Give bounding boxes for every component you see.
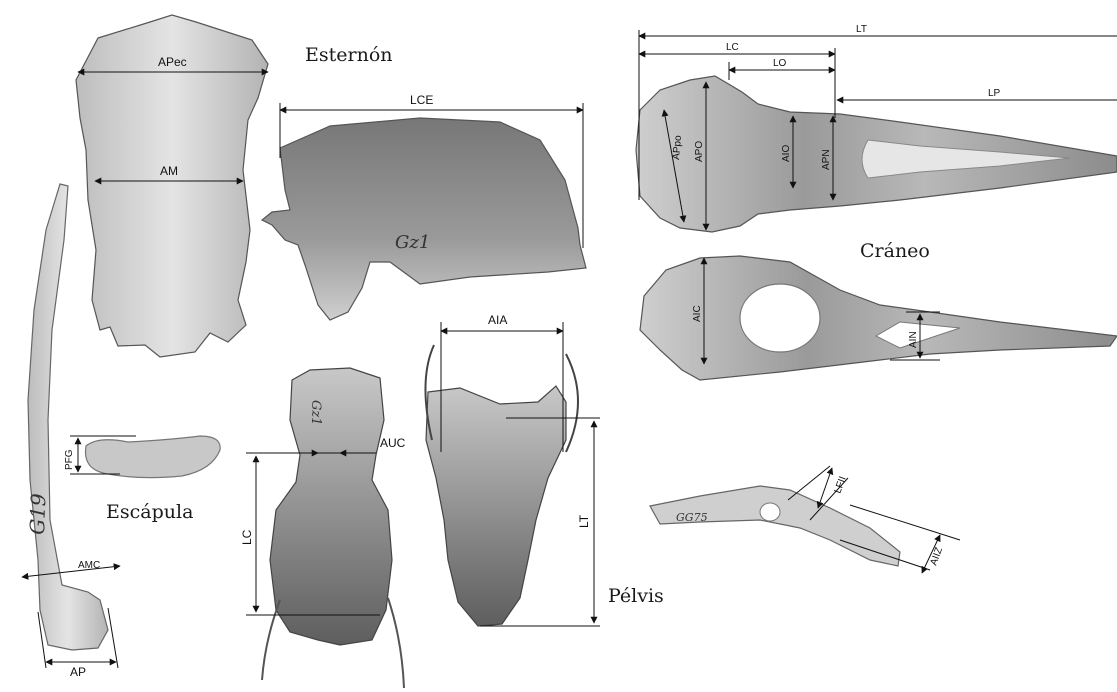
skull-apn-label: APN [821,149,832,170]
pelvis-lateral-bone [650,486,900,566]
pelvis-ventral-view: AIA LT [425,313,600,626]
pelvis-ventral-bone [426,386,566,626]
scapula-amc-line [22,566,120,577]
pelvis-auc-label: AUC [380,436,406,450]
skull-lateral-bone [640,256,1117,380]
sternum-dorsal-view: APec AM [76,15,268,357]
sternum-lateral-bone [262,118,586,320]
pelvis-dorsal-bone [270,368,392,645]
sternum-specimen-mark: Gz1 [395,232,430,253]
skull-lateral-orbit [740,284,820,352]
pelvis-caption: Pélvis [608,585,664,607]
skull-aio-label: AIO [781,145,792,162]
pelvis-lateral-view: GG75 LFII AIIZ [650,466,960,573]
pelvis-lfii-tick-a [788,466,830,500]
pelvis-dorsal-view: Gz1 AUC LC [240,368,406,688]
pelvis-aiiz-label: AIIZ [928,546,945,567]
pelvis-dorsal-right-process [388,598,404,688]
skull-apo-label: APO [694,141,705,162]
skull-dorsal-view: LT LC LO LP APpo APO AIO APN [636,24,1117,232]
sternum-lateral-view: Gz1 LCE [262,93,586,320]
skull-lo-label: LO [773,58,787,69]
scapula-ap-label: AP [70,665,86,679]
pelvis-lateral-specimen-mark: GG75 [676,511,708,524]
pelvis-lateral-acetabulum [760,503,780,521]
skull-lateral-view: AIC AIN [640,256,1117,380]
skull-lt-label: LT [856,24,867,35]
pelvis-ventral-right-process [566,354,578,452]
scapula-ap-right-tick [108,608,118,668]
scapula-caption: Escápula [106,501,193,523]
scapula-specimen-mark: G19 [25,493,50,536]
scapula-amc-label: AMC [78,560,100,571]
skull-ain-label: AIN [908,331,919,348]
sternum-lce-label: LCE [410,93,433,107]
pelvis-dorsal-specimen-mark: Gz1 [308,400,323,426]
pelvis-lc-label: LC [240,529,254,545]
pelvis-lt-label: LT [577,514,591,528]
sternum-caption: Esternón [305,44,393,66]
sternum-am-label: AM [160,164,178,178]
skull-lc-label: LC [726,42,739,53]
skull-lp-label: LP [988,88,1001,99]
sternum-apec-label: APec [158,55,187,69]
skull-caption: Cráneo [860,240,930,262]
skull-aic-label: AIC [692,305,703,322]
pelvis-aia-label: AIA [488,313,507,327]
scapula-pfg-label: PFG [64,449,75,470]
pelvis-lfii-label: LFII [832,475,848,495]
skull-appo-label: APpo [671,134,684,160]
scapula-glenoid-facet [85,436,220,478]
